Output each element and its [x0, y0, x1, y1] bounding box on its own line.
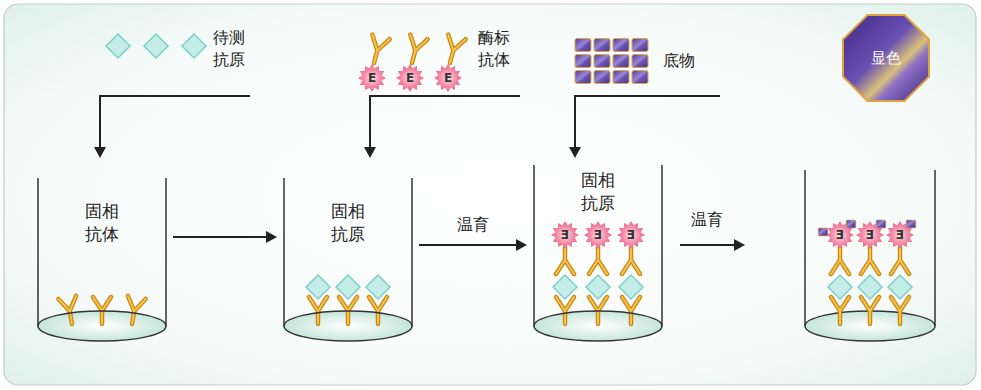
reagent-label: 待测 抗原 — [213, 27, 250, 70]
enzyme-mark: E — [364, 70, 380, 86]
enzyme-mark: E — [402, 70, 418, 86]
well-label: 固相 抗原 — [578, 169, 617, 215]
enzyme-mark: E — [557, 227, 573, 243]
microplate-well: 固相 抗原 — [533, 165, 663, 343]
step-label: 温育 — [457, 214, 489, 236]
result-label: 显色 — [871, 48, 901, 68]
step-label: 温育 — [691, 209, 723, 231]
result-octagon: 显色 — [842, 14, 930, 102]
step-arrow — [419, 239, 527, 251]
microplate-well: 固相 抗体 — [37, 178, 167, 343]
well-label: 固相 抗原 — [328, 200, 367, 246]
enzyme-mark: E — [590, 227, 606, 243]
enzyme-mark: E — [440, 70, 456, 86]
well-outline — [533, 165, 663, 343]
microplate-well: 固相 抗原 — [283, 178, 413, 343]
enzyme-mark: E — [862, 227, 878, 243]
enzyme-mark: E — [832, 227, 848, 243]
step-arrow — [173, 231, 277, 243]
reagent-label: 酶标 抗体 — [478, 27, 515, 70]
enzyme-mark: E — [892, 227, 908, 243]
enzyme-mark: E — [623, 227, 639, 243]
reagent-label: 底物 — [663, 50, 695, 72]
well-label: 固相 抗体 — [82, 200, 121, 246]
